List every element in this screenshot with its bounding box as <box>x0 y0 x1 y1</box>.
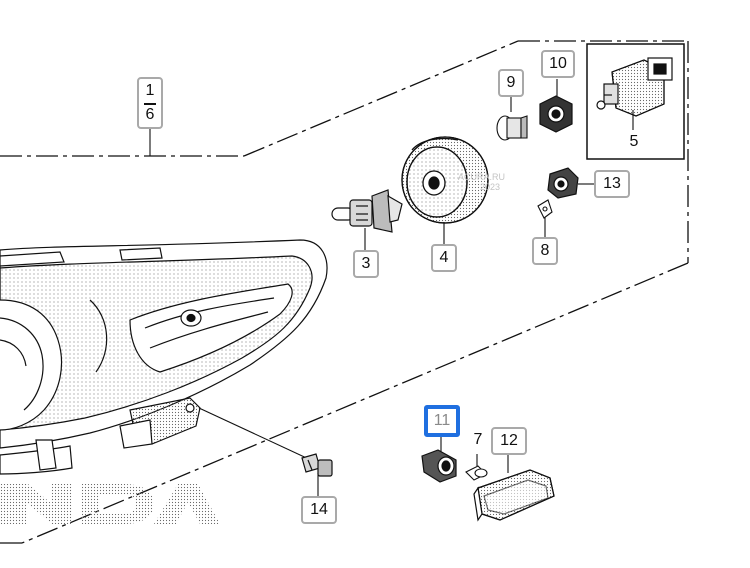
part-8-clip <box>537 199 553 219</box>
watermark-line-1: ACURA.RU <box>458 172 506 182</box>
brand-lettering-shape <box>0 484 220 524</box>
callout-13-label: 13 <box>603 175 621 192</box>
part-5-leveling-motor <box>596 57 673 117</box>
callout-9-label: 9 <box>506 74 516 91</box>
callout-14[interactable]: 14 <box>301 496 337 524</box>
part-3-bulb <box>331 189 403 233</box>
callout-12-label: 12 <box>500 432 518 449</box>
part-13-socket <box>547 167 579 199</box>
part-14-bolt <box>301 453 333 477</box>
callout-12[interactable]: 12 <box>491 427 527 455</box>
callout-10[interactable]: 10 <box>541 50 575 78</box>
callout-11-label: 11 <box>433 412 451 429</box>
part-4-dust-cover <box>401 136 489 224</box>
callout-7-label: 7 <box>473 431 483 448</box>
watermark: ACURA.RU 2023 <box>458 172 505 192</box>
part-11-socket <box>421 449 457 483</box>
callout-5-label: 5 <box>629 133 639 150</box>
part-9-wedge-bulb <box>496 115 528 141</box>
headlight-housing <box>0 239 328 475</box>
callout-3[interactable]: 3 <box>353 250 379 278</box>
callout-6-label: 6 <box>145 106 155 123</box>
callout-7[interactable]: 7 <box>466 428 490 454</box>
callout-4[interactable]: 4 <box>431 244 457 272</box>
callout-8-label: 8 <box>540 242 550 259</box>
callout-9[interactable]: 9 <box>498 69 524 97</box>
callout-8[interactable]: 8 <box>532 237 558 265</box>
part-12-side-marker <box>473 469 555 522</box>
callout-10-label: 10 <box>549 55 567 72</box>
callout-5[interactable]: 5 <box>622 130 646 154</box>
watermark-line-2: 2023 <box>480 182 501 192</box>
callout-13[interactable]: 13 <box>594 170 630 198</box>
part-7-small-bulb <box>465 465 488 481</box>
part-10-socket <box>539 95 573 133</box>
inset-box <box>586 43 685 160</box>
callout-1-6[interactable]: 1 6 <box>137 77 163 129</box>
group-boundary <box>0 40 689 544</box>
callout-1-label: 1 <box>145 82 155 99</box>
callout-11[interactable]: 11 <box>424 405 460 437</box>
fraction-bar <box>144 103 156 105</box>
callout-4-label: 4 <box>439 249 449 266</box>
callout-14-label: 14 <box>310 501 328 518</box>
callout-3-label: 3 <box>361 255 371 272</box>
